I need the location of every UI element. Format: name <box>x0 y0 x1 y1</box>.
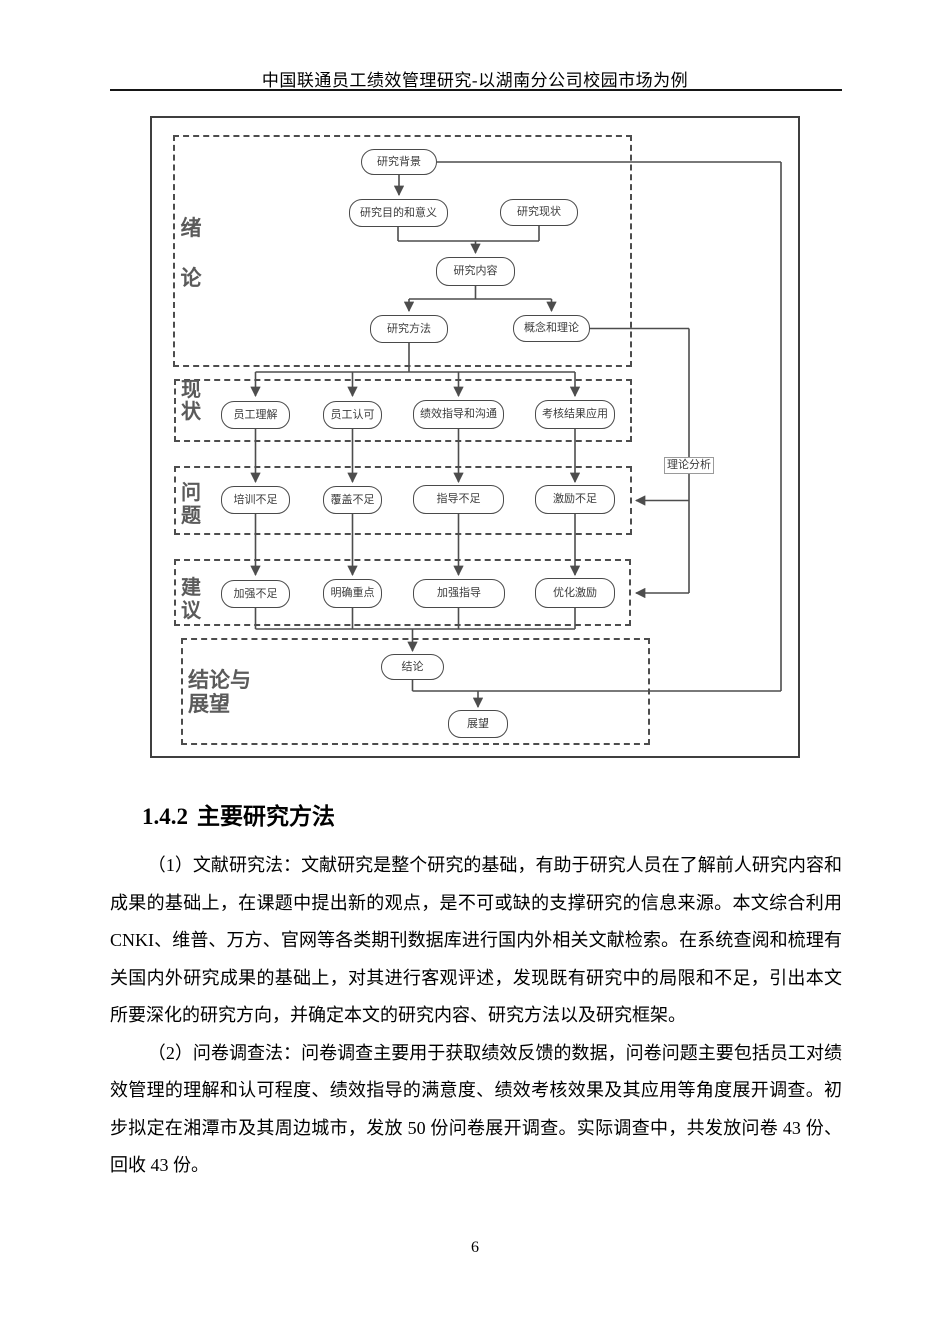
paragraph-questionnaire-method: （2）问卷调查法：问卷调查主要用于获取绩效反馈的数据，问卷问题主要包括员工对绩效… <box>110 1042 842 1176</box>
node-training-lack: 培训不足 <box>221 486 290 514</box>
flowchart-connectors <box>250 161 782 709</box>
status-branch-lines <box>250 343 581 398</box>
node-research-purpose: 研究目的和意义 <box>349 199 448 227</box>
research-framework-figure: 绪论 现状 问题 建议 结论与展望 研究背景 研究目的和意义 研究现状 研究内容… <box>150 116 800 758</box>
node-performance-guidance: 绩效指导和沟通 <box>413 400 504 429</box>
section-title: 主要研究方法 <box>197 803 335 829</box>
section-number: 1.4.2 <box>142 804 188 829</box>
node-strengthen-guidance: 加强指导 <box>413 579 505 608</box>
node-concepts-theory: 概念和理论 <box>513 315 590 342</box>
conclusion-flow-lines <box>411 161 782 709</box>
node-optimize-incentive: 优化激励 <box>535 578 615 608</box>
node-guidance-lack: 指导不足 <box>413 485 504 514</box>
page-number: 6 <box>471 1239 479 1256</box>
status-to-problem-lines <box>250 429 581 484</box>
node-employee-understanding: 员工理解 <box>221 401 290 429</box>
section-heading: 1.4.2 主要研究方法 <box>142 797 335 831</box>
node-outlook: 展望 <box>448 710 508 738</box>
running-head-title: 中国联通员工绩效管理研究-以湖南分公司校园市场为例 <box>261 71 689 90</box>
body-text: （1）文献研究法：文献研究是整个研究的基础，有助于研究人员在了解前人研究内容和成… <box>110 847 842 1185</box>
node-research-status: 研究现状 <box>500 199 578 226</box>
intro-flow-lines <box>393 175 557 313</box>
suggestion-join-lines <box>254 608 576 653</box>
node-employee-acceptance: 员工认可 <box>323 401 382 429</box>
node-coverage-lack: 覆盖不足 <box>323 486 382 514</box>
node-incentive-lack: 激励不足 <box>535 485 615 514</box>
node-clarify-focus: 明确重点 <box>323 579 382 608</box>
group-suggestion <box>174 559 631 626</box>
group-conclusion <box>181 638 650 745</box>
group-problem <box>174 466 632 535</box>
group-status <box>174 379 632 442</box>
group-intro <box>173 135 632 367</box>
node-result-application: 考核结果应用 <box>535 400 615 429</box>
node-strengthen-shortage: 加强不足 <box>221 580 290 608</box>
node-conclusion: 结论 <box>381 654 444 680</box>
header-rule <box>110 89 842 91</box>
group-label-status: 现状 <box>181 379 201 423</box>
group-label-problem: 问题 <box>181 482 201 527</box>
group-label-intro: 绪论 <box>180 217 202 290</box>
node-research-background: 研究背景 <box>361 149 437 175</box>
node-research-content: 研究内容 <box>436 257 515 286</box>
node-research-method: 研究方法 <box>370 315 448 343</box>
problem-to-suggestion-lines <box>250 514 581 577</box>
paragraph-literature-method: （1）文献研究法：文献研究是整个研究的基础，有助于研究人员在了解前人研究内容和成… <box>110 855 842 1025</box>
group-label-suggestion: 建议 <box>181 577 201 622</box>
group-label-conclusion: 结论与展望 <box>188 669 251 716</box>
theory-analysis-label: 理论分析 <box>664 457 714 475</box>
